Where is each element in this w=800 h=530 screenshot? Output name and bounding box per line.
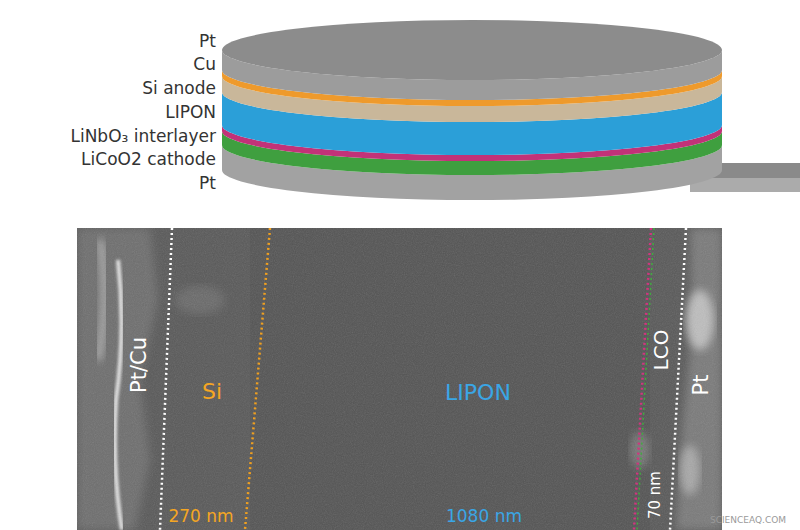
layer-label: Si anode bbox=[142, 79, 216, 98]
thickness-label: 1080 nm bbox=[446, 507, 522, 526]
layer-label: LiCoO2 cathode bbox=[81, 150, 216, 169]
boundary-line bbox=[160, 228, 172, 530]
layer-label: LiNbO₃ interlayer bbox=[70, 127, 216, 146]
layer-label: Cu bbox=[193, 55, 216, 74]
sem-layer-label: Pt bbox=[690, 375, 713, 396]
sem-layer-label: LIPON bbox=[445, 381, 511, 405]
sem-image bbox=[77, 228, 722, 530]
layer-label: Pt bbox=[199, 32, 216, 51]
boundary-line bbox=[670, 228, 686, 530]
sem-layer-label: LCO bbox=[650, 330, 672, 371]
layer-label: Pt bbox=[199, 174, 216, 193]
sem-ground bbox=[77, 228, 722, 530]
sem-layer-label: Si bbox=[202, 380, 222, 404]
top-face bbox=[222, 20, 722, 80]
boundary-line bbox=[245, 228, 270, 530]
sem-noise bbox=[77, 228, 722, 530]
layer-label: LIPON bbox=[165, 103, 216, 122]
cell-stack bbox=[222, 20, 722, 200]
sem-layer-label: Pt/Cu bbox=[128, 337, 151, 393]
thickness-label: 270 nm bbox=[168, 507, 233, 526]
watermark: SCIENCEAQ.COM bbox=[710, 516, 786, 526]
thickness-label: 70 nm bbox=[647, 471, 664, 519]
